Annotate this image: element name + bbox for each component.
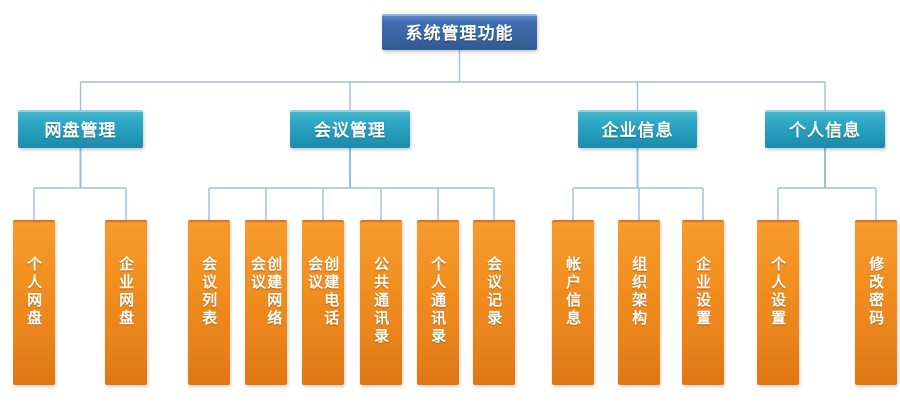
leaf-create-phone-meeting[interactable]: 创建电话会议	[302, 220, 344, 385]
leaf-personal-settings[interactable]: 个人设置	[757, 220, 799, 385]
leaf-label-column: 会议记录	[485, 256, 504, 328]
leaf-label-column: 会议列表	[200, 256, 219, 328]
leaf-label-column: 组织架构	[630, 256, 649, 328]
leaf-label-column: 会议	[306, 256, 324, 292]
leaf-label: 会议列表	[200, 222, 219, 385]
branch-netdisk[interactable]: 网盘管理	[18, 110, 143, 148]
leaf-label: 个人设置	[769, 222, 788, 385]
leaf-label: 帐户信息	[564, 222, 583, 385]
leaf-label: 个人通讯录	[429, 222, 448, 385]
leaf-label-column: 修改密码	[867, 256, 886, 328]
leaf-label: 修改密码	[867, 222, 886, 385]
leaf-enterprise-netdisk[interactable]: 企业网盘	[105, 220, 147, 385]
leaf-label: 公共通讯录	[372, 222, 391, 385]
leaf-label: 个人网盘	[25, 222, 44, 385]
leaf-label-column: 创建电话	[322, 256, 341, 328]
branch-personal-info[interactable]: 个人信息	[765, 110, 885, 148]
leaf-label-column: 创建网络	[265, 256, 284, 328]
leaf-meeting-records[interactable]: 会议记录	[473, 220, 515, 385]
leaf-label-column: 公共通讯录	[372, 256, 391, 346]
branch-enterprise-info[interactable]: 企业信息	[578, 110, 697, 148]
leaf-change-password[interactable]: 修改密码	[855, 220, 897, 385]
leaf-label-column: 企业网盘	[117, 256, 136, 328]
leaf-meeting-list[interactable]: 会议列表	[188, 220, 230, 385]
leaf-public-contacts[interactable]: 公共通讯录	[360, 220, 402, 385]
leaf-label-column: 企业设置	[694, 256, 713, 328]
leaf-label: 企业网盘	[117, 222, 136, 385]
leaf-label-column: 个人网盘	[25, 256, 44, 328]
leaf-label-column: 帐户信息	[564, 256, 583, 328]
branch-meeting[interactable]: 会议管理	[290, 110, 410, 148]
leaf-personal-contacts[interactable]: 个人通讯录	[417, 220, 459, 385]
root-node[interactable]: 系统管理功能	[382, 14, 537, 50]
leaf-label: 会议记录	[485, 222, 504, 385]
leaf-label-column: 个人设置	[769, 256, 788, 328]
leaf-label: 企业设置	[694, 222, 713, 385]
leaf-label: 创建网络会议	[249, 222, 284, 385]
leaf-enterprise-settings[interactable]: 企业设置	[682, 220, 724, 385]
leaf-label: 创建电话会议	[306, 222, 341, 385]
leaf-account-info[interactable]: 帐户信息	[552, 220, 594, 385]
leaf-org-structure[interactable]: 组织架构	[618, 220, 660, 385]
leaf-personal-netdisk[interactable]: 个人网盘	[13, 220, 55, 385]
leaf-label-column: 会议	[249, 256, 267, 292]
leaf-create-web-meeting[interactable]: 创建网络会议	[245, 220, 287, 385]
leaf-label: 组织架构	[630, 222, 649, 385]
leaf-label-column: 个人通讯录	[429, 256, 448, 346]
